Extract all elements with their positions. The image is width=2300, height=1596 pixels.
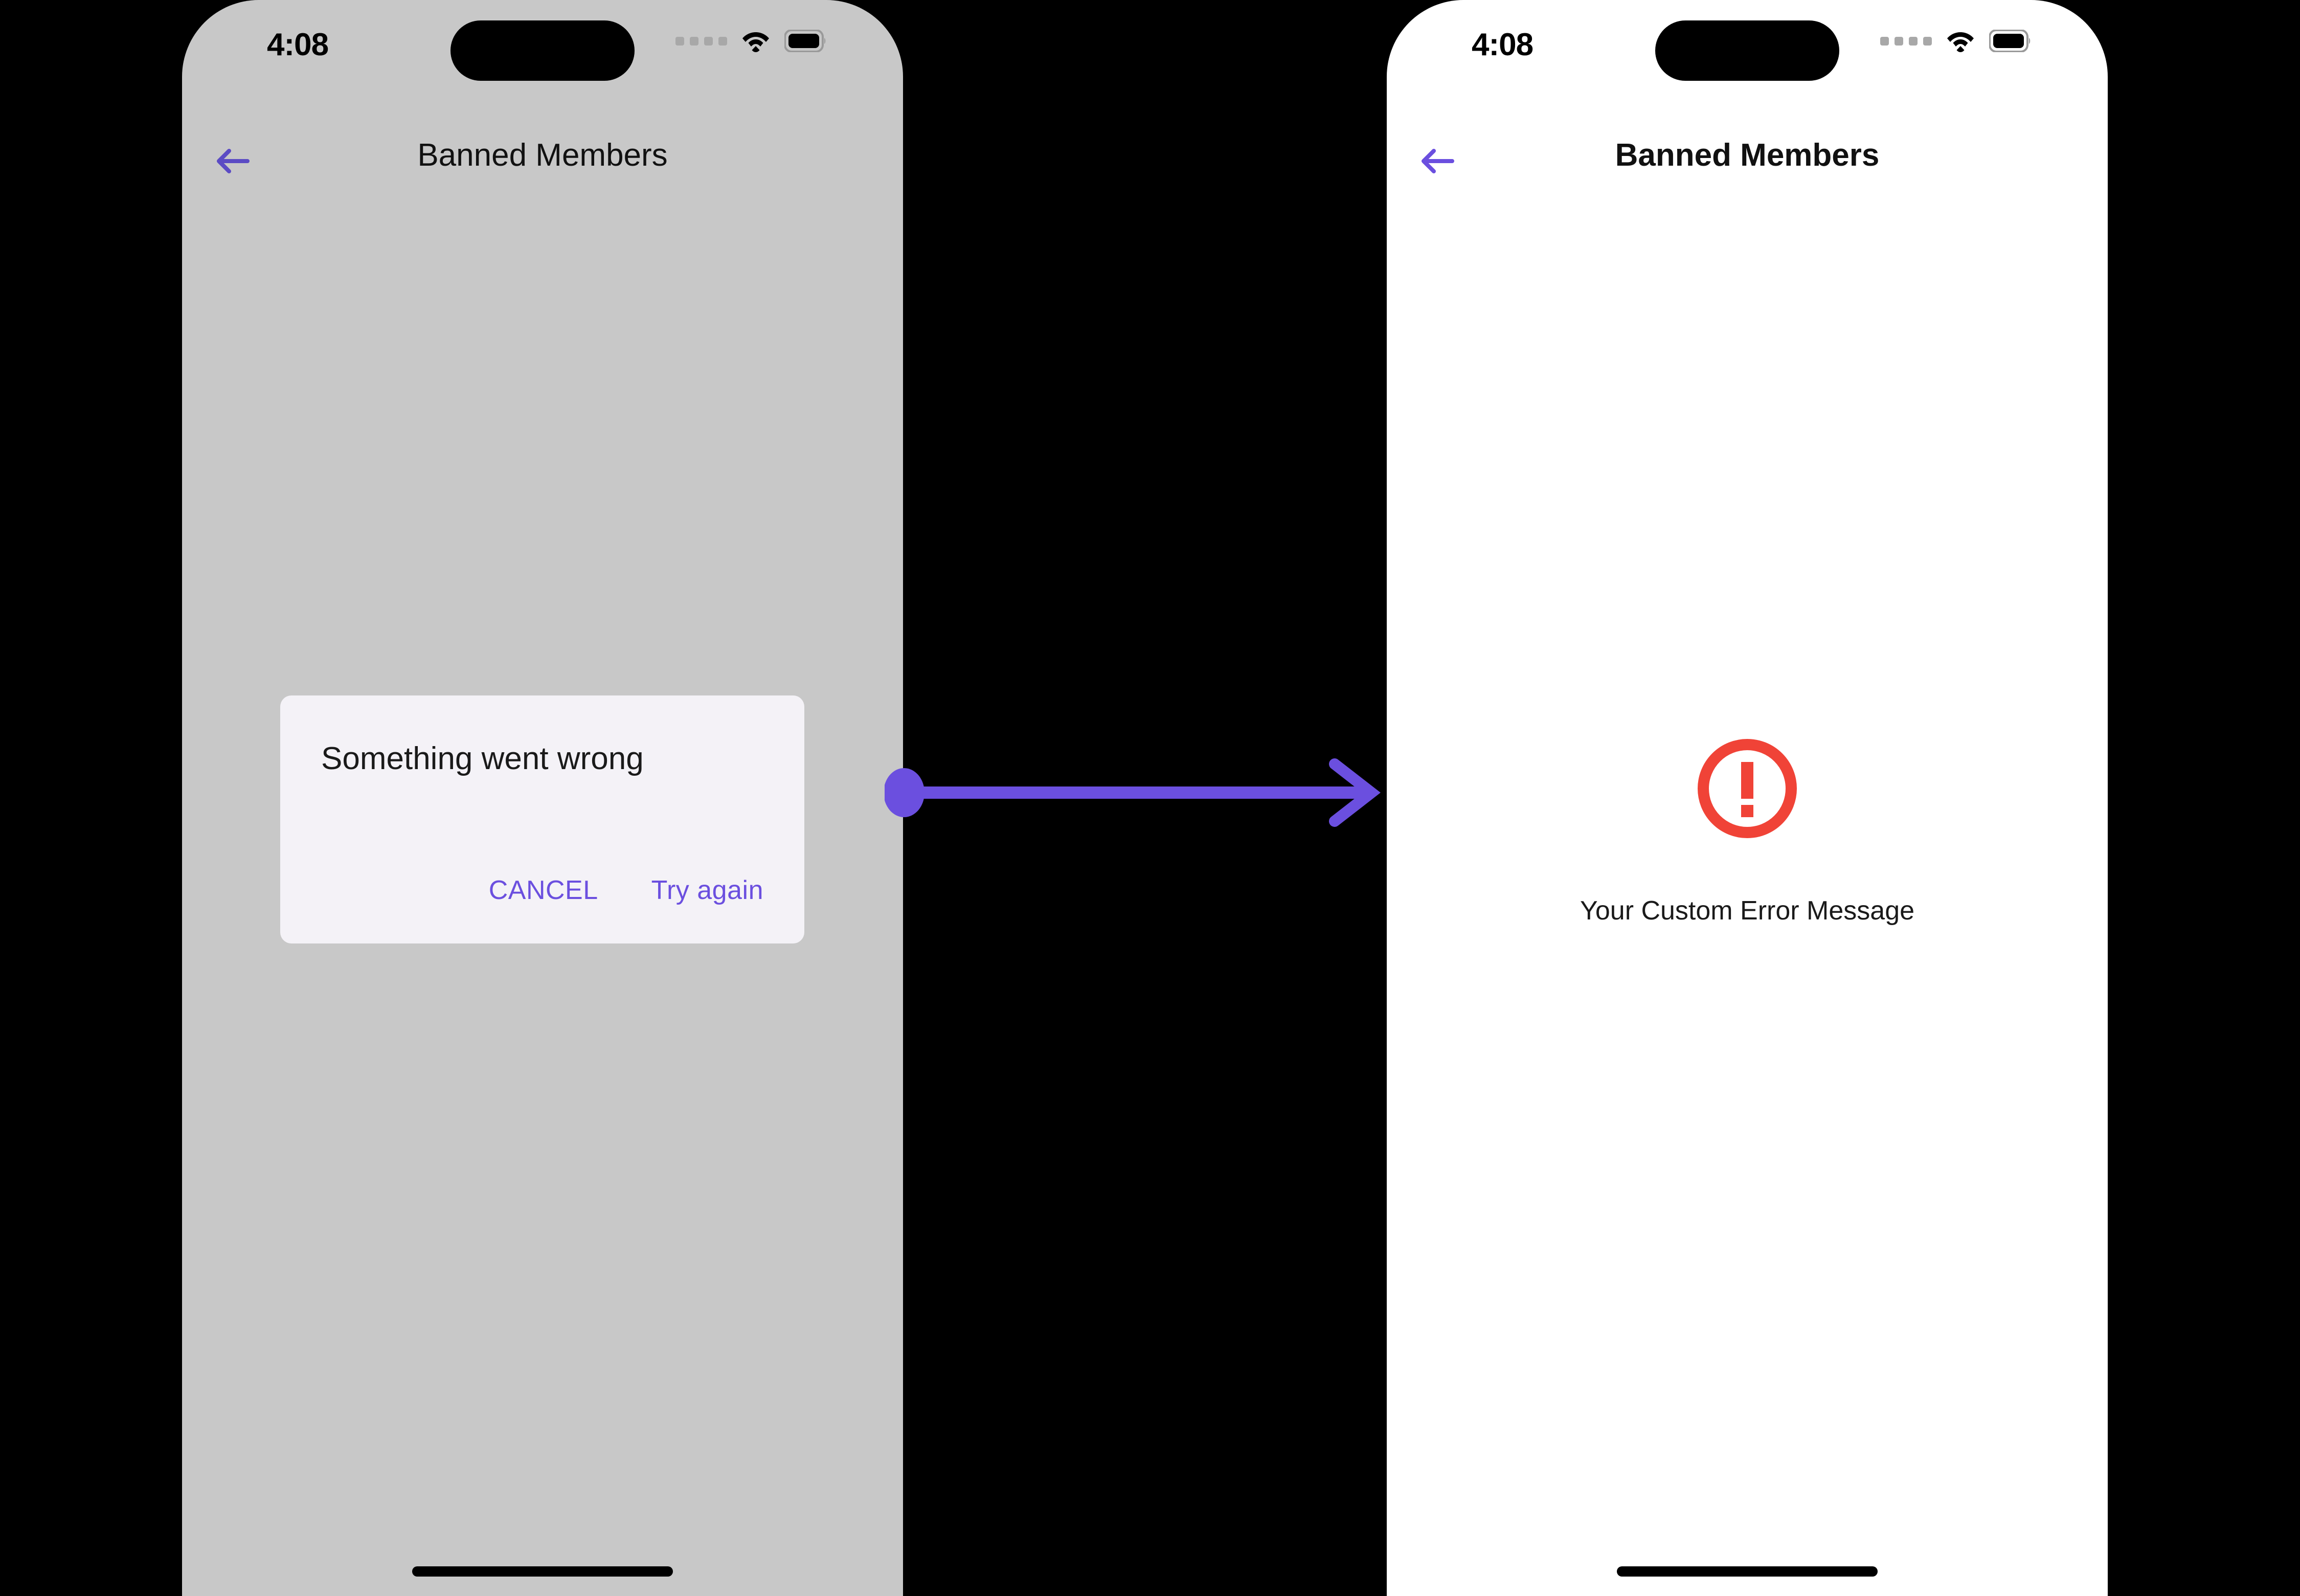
status-time: 4:08 — [1472, 27, 1534, 62]
try-again-button[interactable]: Try again — [651, 875, 763, 905]
dynamic-island — [450, 20, 635, 81]
back-arrow-icon[interactable] — [1416, 139, 1460, 183]
nav-header: Banned Members — [182, 128, 903, 194]
page-title: Banned Members — [417, 138, 668, 173]
error-state: Your Custom Error Message — [1387, 736, 2108, 926]
wifi-icon — [1946, 30, 1975, 55]
nav-header: Banned Members — [1387, 128, 2108, 194]
error-exclamation-circle-icon — [1695, 736, 1799, 841]
battery-icon — [1989, 29, 2031, 55]
battery-icon — [784, 29, 826, 55]
status-indicators — [1880, 29, 2031, 55]
cancel-button[interactable]: CANCEL — [488, 875, 598, 905]
page-title: Banned Members — [1615, 138, 1880, 173]
status-bar: 4:08 — [1387, 0, 2108, 81]
cellular-dots-icon — [675, 37, 727, 46]
dialog-actions: CANCEL Try again — [489, 875, 763, 906]
home-indicator — [412, 1566, 673, 1577]
flow-arrow-icon — [884, 757, 1396, 828]
phone-mockup-after: 4:08 — [1387, 0, 2108, 1596]
status-indicators — [675, 29, 826, 55]
error-dialog: Something went wrong CANCEL Try again — [280, 695, 804, 943]
cellular-dots-icon — [1880, 37, 1932, 46]
status-time: 4:08 — [267, 27, 329, 62]
dialog-title: Something went wrong — [321, 741, 644, 776]
back-arrow-icon[interactable] — [212, 139, 256, 183]
home-indicator — [1617, 1566, 1878, 1577]
error-message: Your Custom Error Message — [1580, 896, 1915, 926]
phone-mockup-before: 4:08 — [182, 0, 903, 1596]
dynamic-island — [1655, 20, 1839, 81]
wifi-icon — [741, 30, 770, 55]
status-bar: 4:08 — [182, 0, 903, 81]
